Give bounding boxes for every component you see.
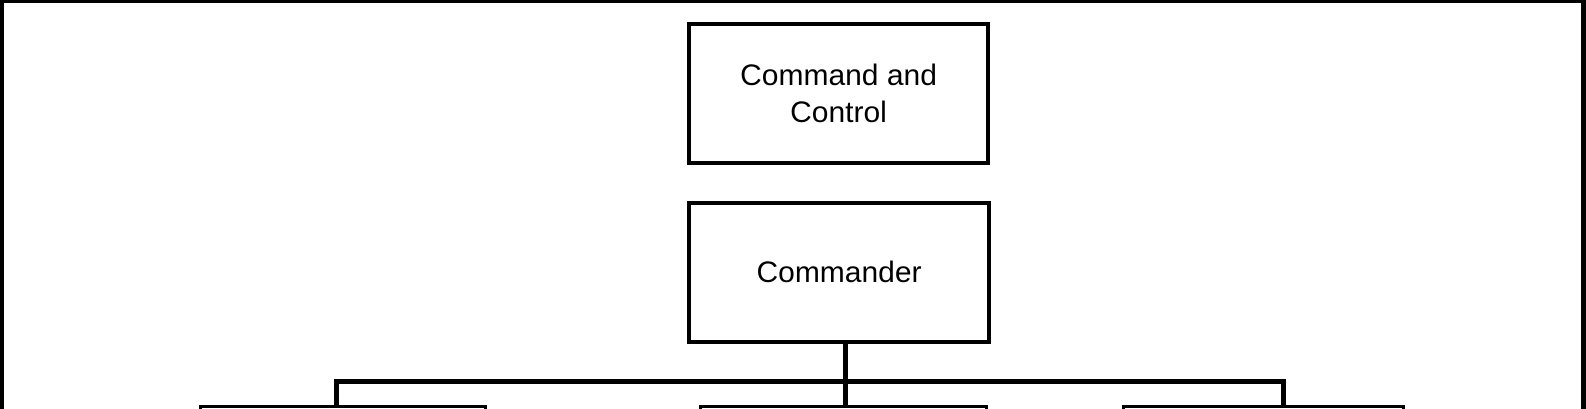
node-commander: Commander (687, 201, 991, 344)
connector-horizontal-bus (334, 379, 1286, 384)
connector-drop-right (1281, 379, 1286, 408)
node-subordinate-middle (699, 405, 988, 409)
node-subordinate-left (199, 405, 487, 409)
node-subordinate-right (1122, 405, 1405, 409)
outer-border-left (0, 0, 4, 409)
connector-drop-left (334, 379, 339, 408)
node-command-and-control-label: Command and Control (740, 58, 937, 129)
outer-border-right (1581, 0, 1586, 409)
connector-vertical-center (843, 343, 848, 407)
node-command-and-control: Command and Control (687, 22, 990, 165)
outer-border-top (0, 0, 1586, 3)
node-commander-label: Commander (756, 256, 922, 289)
